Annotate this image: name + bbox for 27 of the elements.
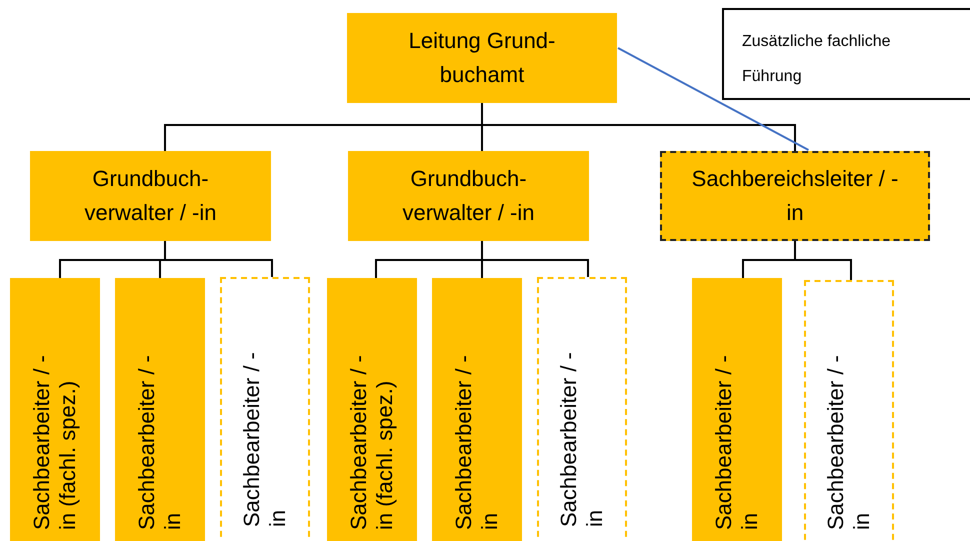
connector-line [618,47,809,151]
node-label: Sachbearbeiter / - in [711,354,763,530]
connector-line [164,241,273,277]
org-unit-box [327,278,417,541]
org-unit-box [804,280,894,541]
org-unit-box [30,151,271,241]
org-unit-box [692,278,782,541]
node-label: Sachbereichsleiter / -in [690,165,900,227]
node-label: Grundbuch- verwalter / -in [401,165,536,227]
node-label: Sachbearbeiter / - in (fachl. spez.) [29,354,81,530]
node-label: Sachbearbeiter / - in [134,354,186,530]
node-label: Sachbearbeiter / - in [451,354,503,530]
org-unit-box [432,278,522,541]
node-label: Sachbearbeiter / - in [239,351,291,527]
node-label: Sachbearbeiter / - in (fachl. spez.) [346,354,398,530]
org-unit-box [348,151,589,241]
node-label: Leitung Grund- buchamt [408,27,556,89]
node-label: Zusätzliche fachliche Führung [742,32,892,87]
org-unit-box [347,13,617,103]
note-box [722,8,970,100]
node-label: Sachbearbeiter / - in [556,351,608,527]
node-label: Sachbearbeiter / - in [823,354,875,530]
node-label: Grundbuch- verwalter / -in [83,165,218,227]
org-unit-box [10,278,100,541]
org-unit-box [660,151,930,241]
connector-line [481,103,796,151]
org-unit-box [115,278,205,541]
